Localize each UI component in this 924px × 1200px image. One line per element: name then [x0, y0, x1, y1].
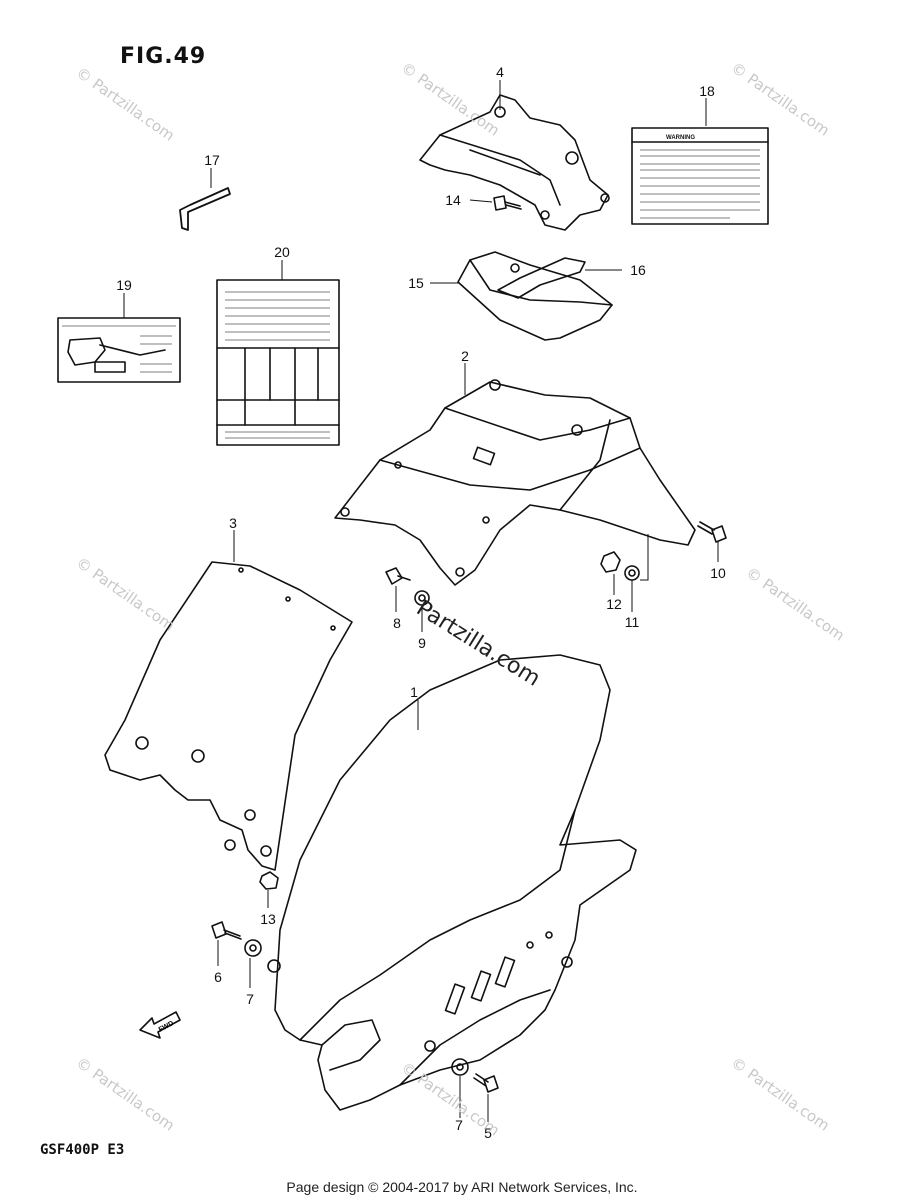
part-12-nut[interactable]	[600, 551, 621, 573]
part-7-washer-lower[interactable]	[451, 1058, 469, 1076]
callout-18[interactable]: 18	[699, 83, 715, 99]
figure-title: FIG.49	[120, 44, 207, 69]
callout-6[interactable]: 6	[214, 969, 222, 985]
label-decorations: WARNING FWD	[62, 135, 760, 1034]
callout-1[interactable]: 1	[410, 684, 418, 700]
warning-label-header: WARNING	[666, 135, 695, 141]
watermark-5: © Partzilla.com	[73, 1054, 178, 1135]
part-4-bracket[interactable]	[419, 94, 610, 231]
callout-7[interactable]: 7	[246, 991, 254, 1007]
watermark-0: © Partzilla.com	[73, 64, 178, 145]
part-16-strap[interactable]	[497, 257, 586, 299]
part-13-nut[interactable]	[259, 871, 279, 890]
part-5-bolt[interactable]	[473, 1073, 499, 1093]
watermark-7: © Partzilla.com	[728, 1054, 833, 1135]
watermark-1: © Partzilla.com	[398, 59, 503, 140]
callout-11[interactable]: 11	[625, 614, 640, 630]
part-18-warning-label[interactable]	[631, 127, 769, 225]
callout-9[interactable]: 9	[418, 635, 426, 651]
callout-8[interactable]: 8	[393, 615, 401, 631]
callout-4[interactable]: 4	[496, 64, 504, 80]
part-1-rear-fender[interactable]	[267, 654, 637, 1111]
callout-5[interactable]: 5	[484, 1125, 492, 1141]
part-19-routing-label[interactable]	[57, 317, 181, 383]
model-code: GSF400P E3	[40, 1142, 125, 1158]
part-20-info-label[interactable]	[216, 279, 340, 446]
fwd-label: FWD	[158, 1020, 175, 1034]
part-9-collar[interactable]	[414, 590, 430, 606]
part-15-tray[interactable]	[457, 251, 613, 341]
footer-copyright: Page design © 2004-2017 by ARI Network S…	[286, 1179, 638, 1195]
leader-lines	[123, 80, 719, 1122]
part-7-washer-upper[interactable]	[244, 939, 262, 957]
callout-2[interactable]: 2	[461, 348, 469, 364]
callout-16[interactable]: 16	[630, 262, 646, 278]
part-10-bolt[interactable]	[697, 521, 727, 543]
watermarks: © Partzilla.com © Partzilla.com © Partzill…	[73, 59, 848, 1140]
center-watermark: Partzilla.com	[412, 596, 545, 692]
callout-20[interactable]: 20	[274, 244, 290, 260]
part-11-collar[interactable]	[624, 565, 640, 581]
callout-7[interactable]: 7	[455, 1117, 463, 1133]
watermark-3: © Partzilla.com	[73, 554, 178, 635]
callout-12[interactable]: 12	[606, 596, 622, 612]
callout-3[interactable]: 3	[229, 515, 237, 531]
callout-13[interactable]: 13	[260, 911, 276, 927]
callout-19[interactable]: 19	[116, 277, 132, 293]
callout-10[interactable]: 10	[710, 565, 726, 581]
callout-17[interactable]: 17	[204, 152, 220, 168]
part-3-mud-flap[interactable]	[104, 561, 353, 871]
part-8-bolt[interactable]	[385, 567, 411, 585]
callout-14[interactable]: 14	[445, 192, 461, 208]
part-6-bolt[interactable]	[211, 921, 242, 940]
watermark-6: © Partzilla.com	[398, 1059, 503, 1140]
part-2-rear-fender-upper[interactable]	[334, 379, 696, 586]
callout-15[interactable]: 15	[408, 275, 424, 291]
part-14-bolt[interactable]	[493, 195, 522, 211]
watermark-4: © Partzilla.com	[743, 564, 848, 645]
fwd-arrow-icon	[139, 1011, 181, 1039]
part-17-hex-key[interactable]	[179, 187, 231, 231]
